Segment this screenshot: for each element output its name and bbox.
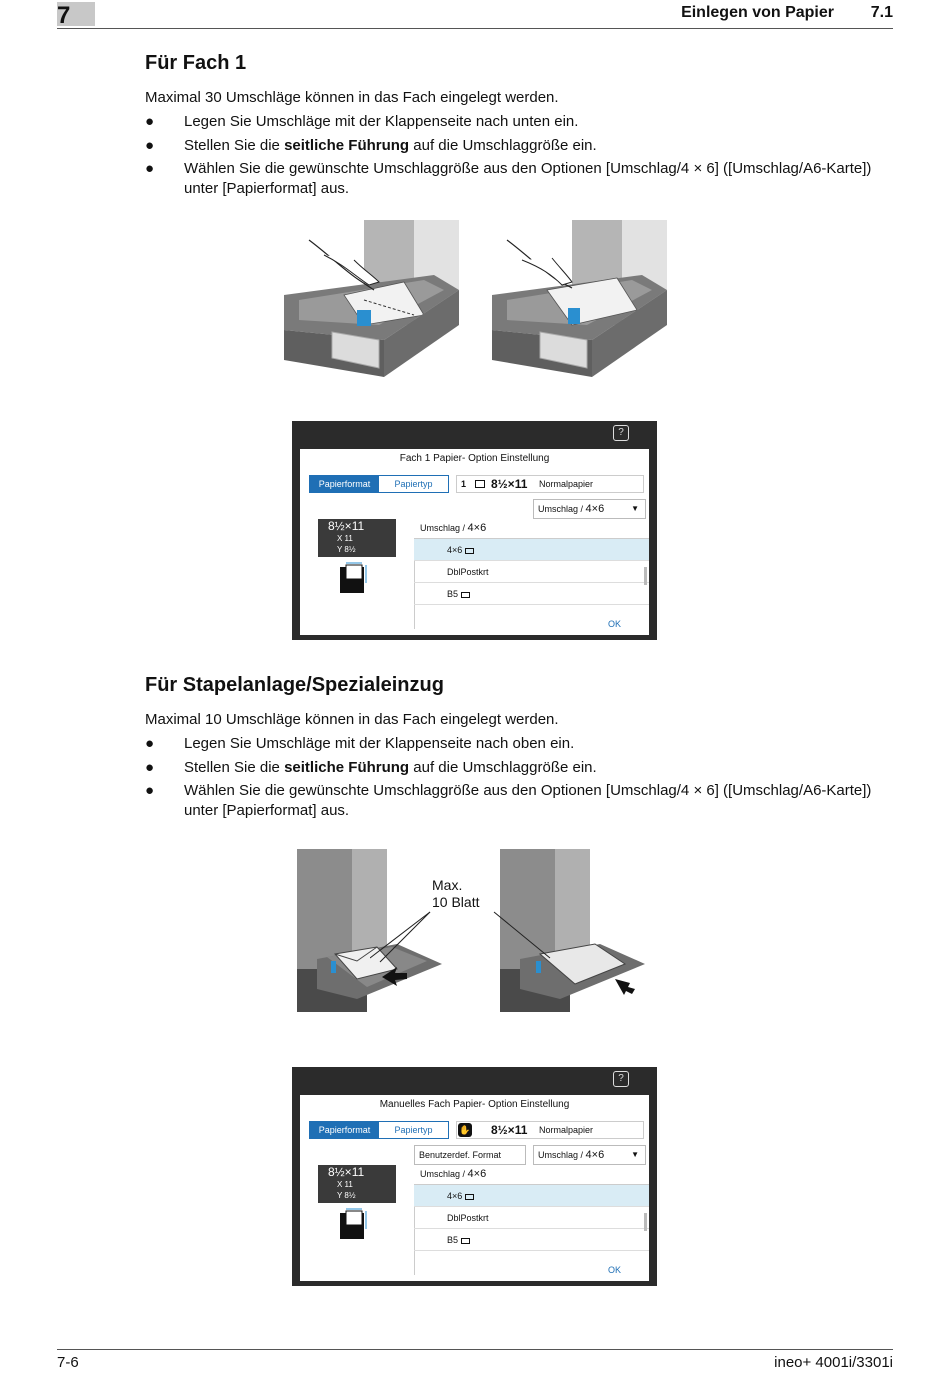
list-item[interactable]: 4×6 bbox=[414, 539, 649, 561]
section1-intro: Maximal 30 Umschläge können in das Fach … bbox=[145, 89, 559, 106]
tab-paper-format[interactable]: Papierformat bbox=[310, 476, 379, 492]
envelope-size-dropdown[interactable]: Umschlag / 4×6 ▼ bbox=[533, 499, 646, 519]
header-title: Einlegen von Papier bbox=[681, 4, 834, 21]
tray1-guide-illustration bbox=[492, 220, 672, 380]
model-name: ineo+ 4001i/3301i bbox=[774, 1354, 893, 1371]
tray-info: 1 8½×11 Normalpapier bbox=[456, 475, 644, 493]
help-icon[interactable]: ? bbox=[613, 425, 629, 441]
envelope-size-dropdown[interactable]: Umschlag / 4×6 ▼ bbox=[533, 1145, 646, 1165]
paper-orientation-icon bbox=[465, 1193, 475, 1200]
section1-bullet-2: ●Stellen Sie die seitliche Führung auf d… bbox=[145, 137, 597, 154]
max-sheets-callout: Max.10 Blatt bbox=[432, 877, 480, 910]
tray-number: 1 bbox=[461, 479, 467, 489]
custom-format-dropdown[interactable]: Benutzerdef. Format bbox=[414, 1145, 526, 1165]
bypass-envelope-illustration bbox=[297, 849, 447, 1012]
footer-rule bbox=[57, 1349, 893, 1350]
section2-bullet-1: ●Legen Sie Umschläge mit der Klappenseit… bbox=[145, 735, 575, 752]
tab-paper-format[interactable]: Papierformat bbox=[310, 1122, 379, 1138]
chapter-number: 7 bbox=[57, 2, 71, 29]
section1-bullet-3: ●Wählen Sie die gewünschte Umschlaggröße… bbox=[145, 160, 872, 197]
list-item[interactable]: 4×6 bbox=[414, 1185, 649, 1207]
tray-paper-type: Normalpapier bbox=[539, 479, 594, 489]
bypass-settings-screen: ? Manuelles Fach Papier- Option Einstell… bbox=[292, 1067, 657, 1286]
header-section: 7.1 bbox=[870, 4, 893, 21]
current-size-box: 8½×11 X 11 Y 8½ bbox=[318, 1165, 396, 1203]
page-number: 7-6 bbox=[57, 1354, 79, 1371]
envelope-icon bbox=[461, 591, 471, 598]
tray1-settings-screen: ? Fach 1 Papier- Option Einstellung Papi… bbox=[292, 421, 657, 640]
tab-paper-type[interactable]: Papiertyp bbox=[394, 1125, 433, 1135]
tray-size: 8½×11 bbox=[491, 477, 528, 491]
tray-diagram-icon bbox=[338, 1207, 378, 1241]
list-scrollbar[interactable] bbox=[644, 1213, 647, 1231]
help-icon[interactable]: ? bbox=[613, 1071, 629, 1087]
screen-top-bar bbox=[292, 1067, 657, 1093]
tray1-envelope-illustration bbox=[284, 220, 464, 380]
paper-option-panel: Manuelles Fach Papier- Option Einstellun… bbox=[300, 1095, 649, 1281]
list-header: Umschlag / 4×6 bbox=[414, 521, 649, 539]
tray-info: ✋ 8½×11 Normalpapier bbox=[456, 1121, 644, 1139]
list-item[interactable]: DblPostkrt bbox=[414, 1207, 649, 1229]
panel-title: Fach 1 Papier- Option Einstellung bbox=[399, 453, 550, 464]
list-scrollbar[interactable] bbox=[644, 567, 647, 585]
tab-group: Papierformat Papiertyp bbox=[309, 1121, 449, 1139]
tab-group: Papierformat Papiertyp bbox=[309, 475, 449, 493]
tray-size: 8½×11 bbox=[491, 1123, 528, 1137]
list-header: Umschlag / 4×6 bbox=[414, 1167, 649, 1185]
section1-heading: Für Fach 1 bbox=[145, 52, 247, 74]
chevron-down-icon: ▼ bbox=[631, 1150, 639, 1159]
envelope-icon bbox=[461, 1237, 471, 1244]
callout-lines bbox=[370, 900, 560, 970]
bypass-guide-illustration bbox=[500, 849, 650, 1012]
section1-bullet-1: ●Legen Sie Umschläge mit der Klappenseit… bbox=[145, 113, 579, 130]
screen-top-bar bbox=[292, 421, 657, 447]
panel-title: Manuelles Fach Papier- Option Einstellun… bbox=[379, 1099, 570, 1110]
section2-bullet-2: ●Stellen Sie die seitliche Führung auf d… bbox=[145, 759, 597, 776]
hand-icon: ✋ bbox=[458, 1123, 472, 1137]
paper-orientation-icon bbox=[465, 547, 475, 554]
list-divider bbox=[414, 1191, 415, 1275]
section2-heading: Für Stapelanlage/Spezialeinzug bbox=[145, 674, 444, 696]
ok-button[interactable]: OK bbox=[607, 1265, 621, 1275]
chevron-down-icon: ▼ bbox=[631, 504, 639, 513]
chapter-tab bbox=[57, 2, 95, 26]
list-item[interactable]: B5 bbox=[414, 1229, 649, 1251]
tray-diagram-icon bbox=[338, 561, 378, 595]
tray-paper-type: Normalpapier bbox=[539, 1125, 594, 1135]
section2-bullet-3: ●Wählen Sie die gewünschte Umschlaggröße… bbox=[145, 782, 872, 819]
list-item[interactable]: DblPostkrt bbox=[414, 561, 649, 583]
list-item[interactable]: B5 bbox=[414, 583, 649, 605]
header-rule bbox=[57, 28, 893, 29]
section2-intro: Maximal 10 Umschläge können in das Fach … bbox=[145, 711, 559, 728]
tab-paper-type[interactable]: Papiertyp bbox=[394, 479, 433, 489]
list-divider bbox=[414, 545, 415, 629]
paper-option-panel: Fach 1 Papier- Option Einstellung Papier… bbox=[300, 449, 649, 635]
ok-button[interactable]: OK bbox=[607, 619, 621, 629]
tray-icon bbox=[475, 480, 485, 488]
current-size-box: 8½×11 X 11 Y 8½ bbox=[318, 519, 396, 557]
